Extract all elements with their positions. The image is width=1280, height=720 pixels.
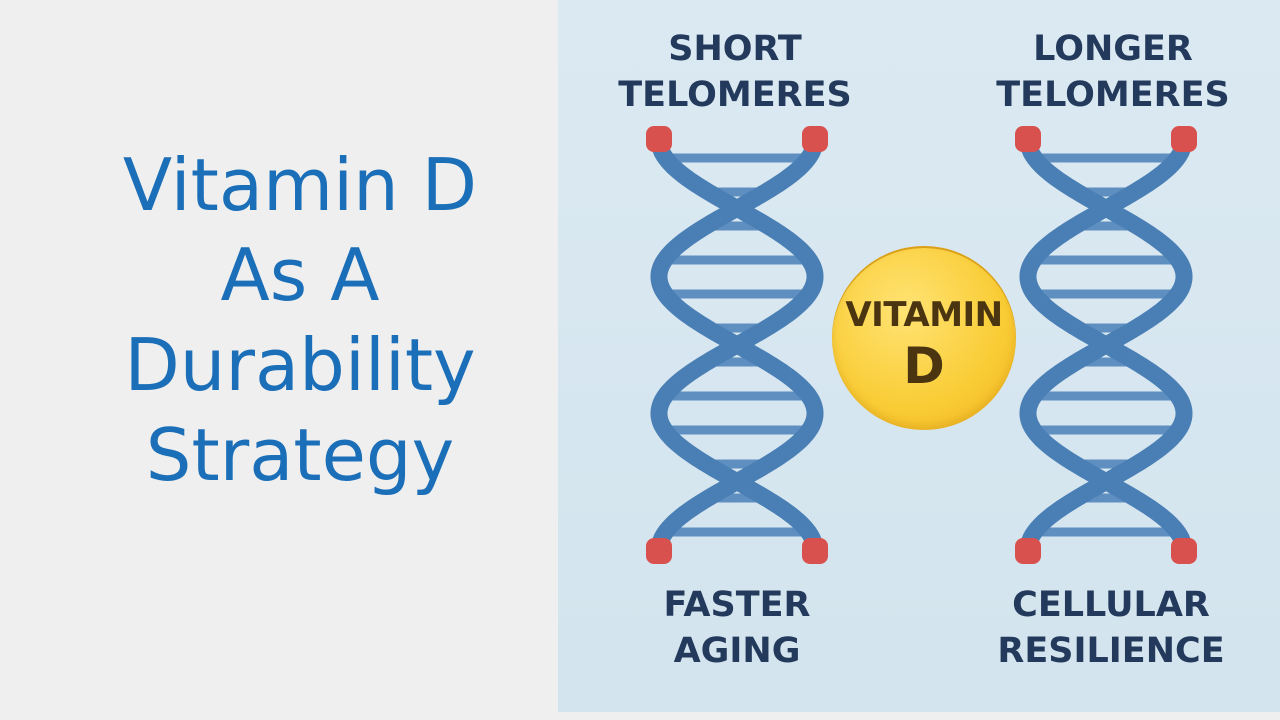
label-faster-aging: FASTER AGING — [587, 582, 887, 674]
label-line: CELLULAR — [1012, 585, 1210, 625]
telomere-cap — [802, 538, 828, 564]
title-line-1: Vitamin D — [122, 143, 478, 227]
title-line-4: Strategy — [145, 413, 455, 497]
label-line: RESILIENCE — [997, 631, 1225, 671]
page-title: Vitamin D As A Durability Strategy — [0, 140, 600, 500]
dna-strand — [650, 139, 824, 551]
dna-helix-icon — [646, 126, 828, 564]
label-line: TELOMERES — [618, 75, 852, 115]
label-line: TELOMERES — [996, 75, 1230, 115]
pill-label-vitamin: VITAMIN — [845, 295, 1003, 335]
vitamin-d-pill-icon: VITAMIN D — [832, 246, 1016, 430]
telomere-cap — [1171, 538, 1197, 564]
label-cellular-resilience: CELLULAR RESILIENCE — [961, 582, 1261, 674]
label-line: SHORT — [668, 29, 802, 69]
telomere-cap — [802, 126, 828, 152]
label-longer-telomeres: LONGER TELOMERES — [963, 26, 1263, 118]
telomere-cap — [1171, 126, 1197, 152]
title-line-2: As A — [220, 233, 380, 317]
title-line-3: Durability — [124, 323, 476, 407]
dna-strand — [1019, 139, 1193, 551]
telomere-cap — [646, 538, 672, 564]
label-line: FASTER — [663, 585, 811, 625]
telomere-cap — [646, 126, 672, 152]
left-title-panel: Vitamin D As A Durability Strategy — [0, 0, 558, 720]
label-short-telomeres: SHORT TELOMERES — [585, 26, 885, 118]
telomere-cap — [1015, 126, 1041, 152]
dna-helix-icon — [1015, 126, 1197, 564]
telomere-cap — [1015, 538, 1041, 564]
label-line: LONGER — [1033, 29, 1193, 69]
label-line: AGING — [673, 631, 801, 671]
pill-label-d: D — [903, 337, 945, 395]
